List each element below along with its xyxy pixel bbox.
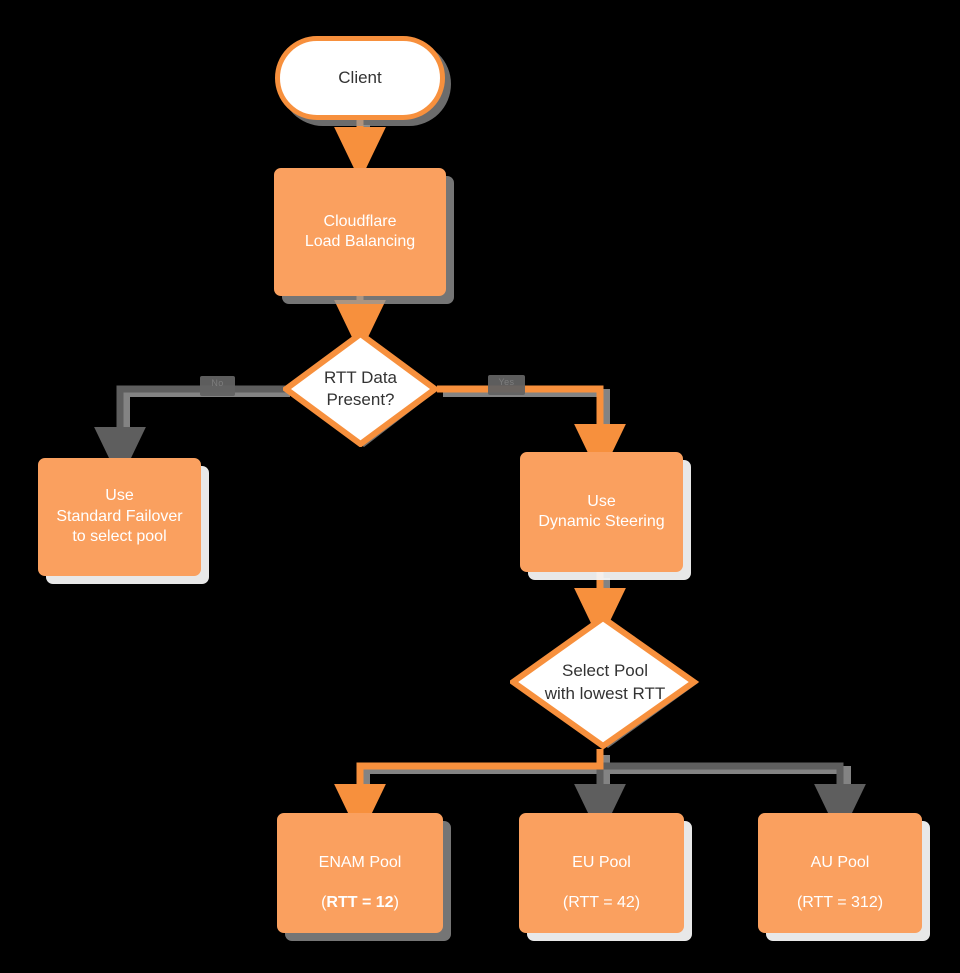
node-eu-pool-label: EU Pool (RTT = 42) [563,832,640,914]
node-cloudflare-load-balancing-label: Cloudflare Load Balancing [304,212,416,250]
node-enam-pool-paren-open: ( [321,894,327,912]
node-enam-pool-label: ENAM Pool (RTT = 12) [319,832,402,914]
edge-rtt-no [94,385,286,481]
node-standard-failover[interactable]: Use Standard Failover to select pool [38,458,201,576]
node-dynamic-steering-label: Use Dynamic Steering [538,492,665,530]
node-standard-failover-label: Use Standard Failover to select pool [56,487,183,546]
node-au-pool-rtt: RTT = 312 [802,894,878,912]
edge-label-no: No [200,376,235,396]
edge-rtt-yes [437,385,626,478]
edge-select-to-au [600,762,866,838]
node-au-pool-name: AU Pool [810,853,870,871]
node-client[interactable]: Client [275,36,445,120]
node-au-pool-paren-close: ) [877,894,884,912]
select-pool-diamond-shape [510,615,700,750]
node-eu-pool[interactable]: EU Pool (RTT = 42) [519,813,684,933]
edge-select-to-enam [334,749,604,838]
rtt-diamond-shape [283,331,438,447]
edge-label-yes: Yes [488,375,525,395]
node-eu-pool-name: EU Pool [572,853,631,871]
node-enam-pool-rtt: RTT = 12 [326,894,394,912]
node-cloudflare-load-balancing[interactable]: Cloudflare Load Balancing [274,168,446,296]
node-eu-pool-rtt: RTT = 42 [568,894,635,912]
node-enam-pool-paren-close: ) [393,894,399,912]
node-select-pool-label: Select Pool with lowest RTT [544,661,666,703]
node-dynamic-steering[interactable]: Use Dynamic Steering [520,452,683,572]
node-eu-pool-paren-close: ) [634,894,641,912]
node-eu-pool-paren-open: ( [562,894,569,912]
node-au-pool[interactable]: AU Pool (RTT = 312) [758,813,922,933]
node-rtt-data-present-label: RTT Data Present? [323,367,398,409]
node-au-pool-label: AU Pool (RTT = 312) [797,832,883,914]
node-enam-pool-name: ENAM Pool [318,853,402,871]
node-client-label: Client [338,68,382,88]
node-select-pool[interactable]: Select Pool with lowest RTT [510,615,700,750]
node-enam-pool[interactable]: ENAM Pool (RTT = 12) [277,813,443,933]
node-au-pool-paren-open: ( [796,894,803,912]
node-rtt-data-present[interactable]: RTT Data Present? [283,331,438,447]
